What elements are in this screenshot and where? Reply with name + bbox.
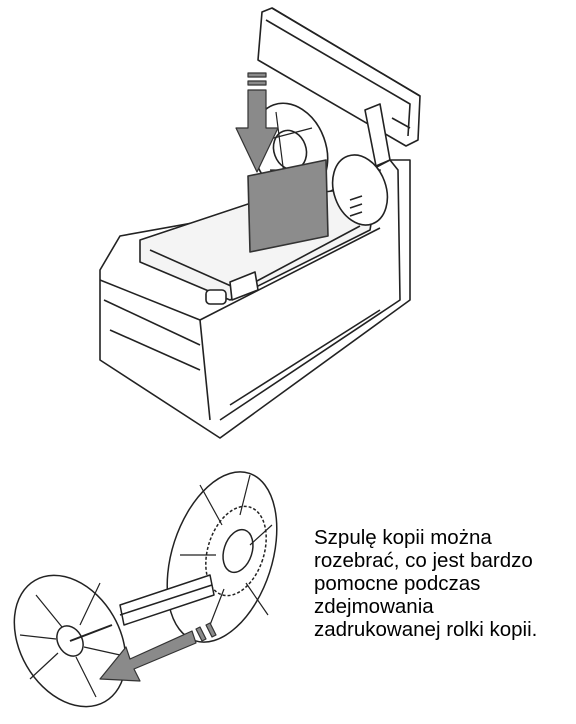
copy-spool-disassembly-icon <box>13 471 278 708</box>
spool-illustration <box>0 465 320 719</box>
disassembly-arrow <box>99 622 217 682</box>
printer-illustration <box>80 0 440 440</box>
caption-line: zadrukowanej rolki kopii. <box>314 618 538 641</box>
caption-line: pomocne podczas <box>314 572 481 595</box>
caption-line: zdejmowania <box>314 595 434 618</box>
caption: Szpulę kopii można rozebrać, co jest bar… <box>314 526 576 641</box>
insert-arrow <box>235 72 279 173</box>
printer-open-lid-icon <box>99 7 421 439</box>
caption-line: Szpulę kopii można <box>314 526 492 549</box>
caption-line: rozebrać, co jest bardzo <box>314 549 533 572</box>
